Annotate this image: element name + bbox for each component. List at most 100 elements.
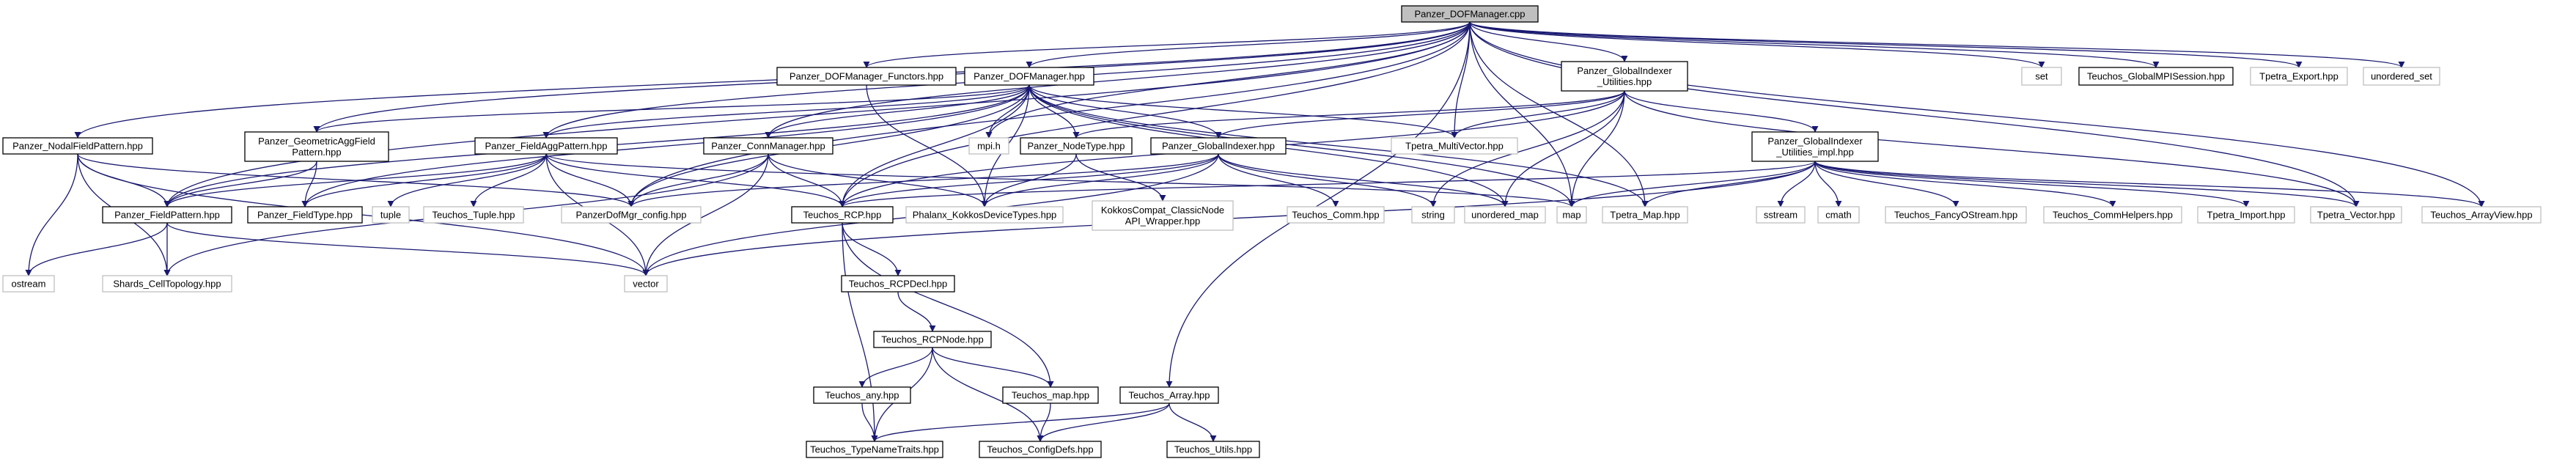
node-gafp-label: Pattern.hpp (292, 147, 341, 158)
node-timport-box (2197, 206, 2295, 224)
node-pdcfg-box (561, 206, 702, 224)
edge-root-to-dofmgr (1026, 21, 1471, 68)
edge-comm-to-pdcfg (628, 153, 769, 207)
node-set-box (2021, 67, 2062, 86)
node-tmv-box (1391, 137, 1518, 155)
node-rcp-label: Teuchos_RCP.hpp (803, 210, 882, 221)
node-tfancy-box (1885, 206, 2027, 224)
node-tutils-box (1166, 441, 1260, 458)
node-ostream: ostream (2, 275, 55, 293)
node-fap[interactable]: Panzer_FieldAggPattern.hpp (474, 137, 618, 155)
node-dofmgr-box (964, 67, 1094, 86)
node-tutils[interactable]: Teuchos_Utils.hpp (1166, 441, 1260, 458)
node-tcd-box (979, 441, 1102, 458)
edge-gidx-to-umap (1218, 153, 1509, 207)
node-tmv-label: Tpetra_MultiVector.hpp (1405, 141, 1504, 152)
node-nfp[interactable]: Panzer_NodalFieldPattern.hpp (2, 137, 153, 155)
node-rcpdecl-box (841, 275, 955, 293)
node-ttuple-box (423, 206, 524, 224)
node-tvector-label: Tpetra_Vector.hpp (2317, 210, 2395, 221)
node-ntype-box (1020, 137, 1133, 155)
node-gmpi[interactable]: Teuchos_GlobalMPISession.hpp (2078, 67, 2234, 86)
edge-root-to-set (1469, 21, 2045, 68)
node-tuple: tuple (372, 206, 410, 224)
node-fp-label: Panzer_FieldPattern.hpp (114, 210, 220, 221)
node-rcpnode-label: Teuchos_RCPNode.hpp (881, 334, 983, 345)
node-set-label: set (2035, 71, 2048, 82)
node-fap-label: Panzer_FieldAggPattern.hpp (485, 141, 608, 152)
node-map: map (1556, 206, 1587, 224)
edge-tarray-to-tnt (871, 402, 1170, 442)
node-fp[interactable]: Panzer_FieldPattern.hpp (102, 206, 232, 224)
node-vector-label: vector (633, 279, 659, 290)
node-sstream-label: sstream (1764, 210, 1797, 221)
node-rcpnode[interactable]: Teuchos_RCPNode.hpp (873, 331, 992, 348)
node-tmap: Tpetra_Map.hpp (1602, 206, 1688, 224)
edge-comm-to-vector (642, 153, 769, 276)
node-phalanx-box (905, 206, 1064, 224)
edge-fap-to-ttuple (470, 153, 547, 207)
edge-dofmgr-to-gafp (313, 84, 1030, 133)
node-comm[interactable]: Panzer_ConnManager.hpp (703, 137, 833, 155)
edge-root-to-giu (1469, 21, 1628, 62)
node-tmaph[interactable]: Teuchos_map.hpp (1002, 386, 1099, 404)
node-map-box (1556, 206, 1587, 224)
edge-dofmgr-to-rcp (839, 84, 1030, 207)
node-kokkos-label: KokkosCompat_ClassicNode (1101, 205, 1224, 216)
node-gidx-label: Panzer_GlobalIndexer.hpp (1162, 141, 1275, 152)
node-uset: unordered_set (2363, 67, 2440, 86)
node-tany[interactable]: Teuchos_any.hpp (813, 386, 911, 404)
node-tcd[interactable]: Teuchos_ConfigDefs.hpp (979, 441, 1102, 458)
node-tany-box (813, 386, 911, 404)
node-mpih-label: mpi.h (977, 141, 1001, 152)
edge-giu-to-map (1568, 90, 1625, 207)
node-phalanx: Phalanx_KokkosDeviceTypes.hpp (905, 206, 1064, 224)
node-ftype[interactable]: Panzer_FieldType.hpp (247, 206, 363, 224)
node-tcommh-box (2043, 206, 2182, 224)
node-gmpi-box (2078, 67, 2234, 86)
node-giuimpl[interactable]: Panzer_GlobalIndexer_Utilities_impl.hpp (1751, 131, 1879, 162)
edge-rcpnode-to-tcd (932, 347, 1044, 442)
node-kokkos-box (1092, 200, 1234, 231)
node-string-box (1411, 206, 1455, 224)
node-shards-box (102, 275, 232, 293)
edge-root-to-gmpi (1469, 21, 2160, 68)
node-tfancy-label: Teuchos_FancyOStream.hpp (1894, 210, 2017, 221)
edge-dofmgr-to-fap (542, 84, 1030, 139)
node-umap: unordered_map (1464, 206, 1546, 224)
edge-ntype-to-kokkos (1075, 153, 1166, 202)
node-uset-box (2363, 67, 2440, 86)
node-dfunc[interactable]: Panzer_DOFManager_Functors.hpp (776, 67, 957, 86)
node-rcp[interactable]: Teuchos_RCP.hpp (791, 206, 894, 224)
edge-giuimpl-to-sstream (1777, 161, 1816, 207)
node-root-box (1401, 5, 1539, 23)
node-ntype[interactable]: Panzer_NodeType.hpp (1020, 137, 1133, 155)
edge-dofmgr-to-gidx (1028, 84, 1222, 139)
node-comm-label: Panzer_ConnManager.hpp (711, 141, 825, 152)
node-tcomm: Teuchos_Comm.hpp (1287, 206, 1385, 224)
node-tarray[interactable]: Teuchos_Array.hpp (1119, 386, 1219, 404)
edge-giuimpl-to-cmath (1814, 161, 1842, 207)
edge-nfp-to-ostream (25, 153, 78, 276)
node-giu[interactable]: Panzer_GlobalIndexer_Utilities.hpp (1561, 61, 1688, 92)
node-texport: Tpetra_Export.hpp (2250, 67, 2348, 86)
node-tav: Teuchos_ArrayView.hpp (2421, 206, 2542, 224)
edge-giuimpl-to-tav (1814, 161, 2485, 207)
node-ftype-label: Panzer_FieldType.hpp (257, 210, 353, 221)
edge-root-to-uset (1469, 21, 2405, 68)
node-gidx[interactable]: Panzer_GlobalIndexer.hpp (1150, 137, 1287, 155)
node-giuimpl-label: _Utilities_impl.hpp (1775, 147, 1854, 158)
node-fap-box (474, 137, 618, 155)
node-giu-box (1561, 61, 1688, 92)
node-nfp-box (2, 137, 153, 155)
node-ttuple-label: Teuchos_Tuple.hpp (433, 210, 515, 221)
node-dofmgr[interactable]: Panzer_DOFManager.hpp (964, 67, 1094, 86)
node-tnt[interactable]: Teuchos_TypeNameTraits.hpp (806, 441, 943, 458)
edge-dofmgr-to-ftype (301, 84, 1030, 207)
node-rcpdecl[interactable]: Teuchos_RCPDecl.hpp (841, 275, 955, 293)
edge-giuimpl-to-tcommh (1814, 161, 2116, 207)
node-root[interactable]: Panzer_DOFManager.cpp (1401, 5, 1539, 23)
node-rcp-box (791, 206, 894, 224)
